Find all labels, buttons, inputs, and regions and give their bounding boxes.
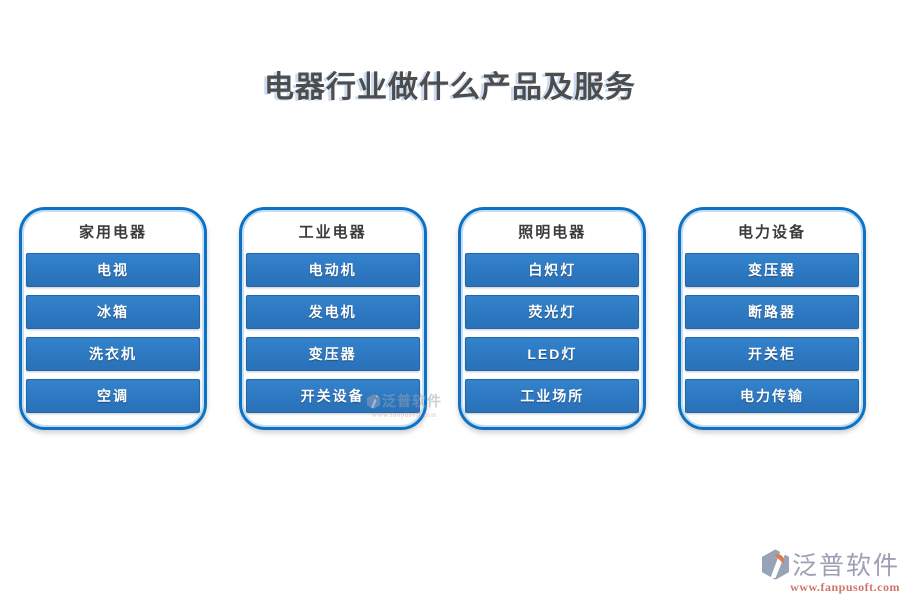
- card-title: 工业电器: [298, 224, 367, 241]
- item-button-transformer-2[interactable]: 变压器: [684, 253, 859, 287]
- card-title: 照明电器: [518, 224, 587, 241]
- item-button-switch-cabinet[interactable]: 开关柜: [684, 337, 859, 371]
- item-button-led-lamp[interactable]: LED灯: [465, 337, 640, 371]
- card-power-equipment: 电力设备 变压器 断路器 开关柜 电力传输: [677, 207, 866, 430]
- watermark-url: www.fanpusoft.com: [790, 580, 900, 594]
- item-button-power-transmission[interactable]: 电力传输: [684, 379, 859, 413]
- card-home-appliances: 家用电器 电视 冰箱 洗衣机 空调: [19, 207, 207, 430]
- item-button-fluorescent-lamp[interactable]: 荧光灯: [465, 295, 640, 329]
- page-title: 电器行业做什么产品及服务: [264, 71, 636, 104]
- item-button-washing-machine[interactable]: 洗衣机: [26, 337, 200, 371]
- item-button-tv[interactable]: 电视: [26, 253, 200, 287]
- watermark-footer: 泛普软件 www.fanpusoft.com: [762, 546, 900, 595]
- item-button-incandescent-lamp[interactable]: 白炽灯: [465, 253, 640, 287]
- category-cards-row: 家用电器 电视 冰箱 洗衣机 空调 工业电器 电动机 发电机 变压器 开关设备 …: [19, 207, 866, 430]
- item-button-fridge[interactable]: 冰箱: [26, 295, 200, 329]
- card-industrial-electric: 工业电器 电动机 发电机 变压器 开关设备: [238, 207, 427, 430]
- item-button-transformer[interactable]: 变压器: [245, 337, 420, 371]
- watermark-brand: 泛普软件: [792, 553, 900, 580]
- card-items: 变压器 断路器 开关柜 电力传输: [684, 253, 859, 413]
- card-title: 家用电器: [78, 224, 147, 241]
- item-button-switchgear[interactable]: 开关设备: [245, 379, 420, 413]
- item-button-circuit-breaker[interactable]: 断路器: [684, 295, 859, 329]
- card-lighting-electric: 照明电器 白炽灯 荧光灯 LED灯 工业场所: [458, 207, 647, 430]
- item-button-air-conditioner[interactable]: 空调: [26, 379, 200, 413]
- card-items: 电动机 发电机 变压器 开关设备: [245, 253, 420, 413]
- card-items: 电视 冰箱 洗衣机 空调: [26, 253, 200, 413]
- item-button-generator[interactable]: 发电机: [245, 295, 420, 329]
- card-items: 白炽灯 荧光灯 LED灯 工业场所: [465, 253, 640, 413]
- item-button-industrial-sites[interactable]: 工业场所: [465, 379, 640, 413]
- fanpu-logo-icon: [762, 548, 789, 580]
- card-title: 电力设备: [737, 224, 806, 241]
- item-button-electric-motor[interactable]: 电动机: [245, 253, 420, 287]
